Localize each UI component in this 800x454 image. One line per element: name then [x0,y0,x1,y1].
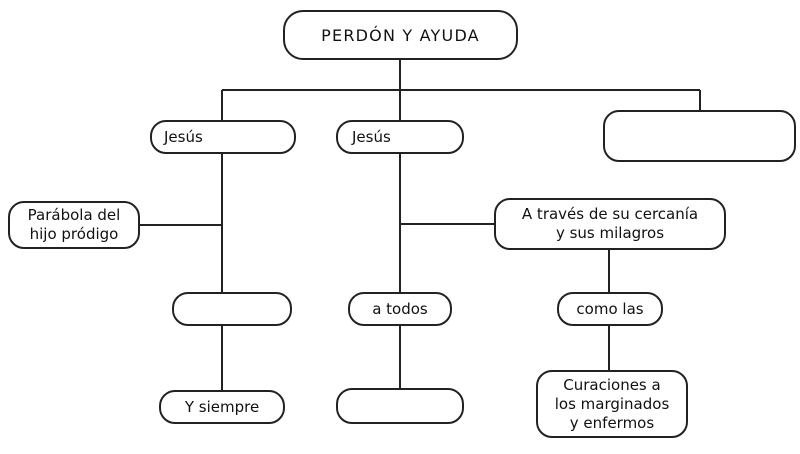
node-blank-center-bottom [336,388,464,424]
node-y-siempre: Y siempre [159,390,285,424]
node-blank-top-right [603,110,796,162]
node-como-las: como las [557,292,663,326]
node-cercania: A través de su cercanía y sus milagros [494,198,726,250]
title-node: PERDÓN Y AYUDA [283,10,518,60]
node-a-todos: a todos [348,292,452,326]
node-parabola: Parábola del hijo pródigo [8,201,140,249]
node-blank-left-mid [172,292,292,326]
node-jesus-left: Jesús [150,120,296,154]
node-curaciones: Curaciones a los marginados y enfermos [536,370,688,438]
node-jesus-center: Jesús [336,120,464,154]
